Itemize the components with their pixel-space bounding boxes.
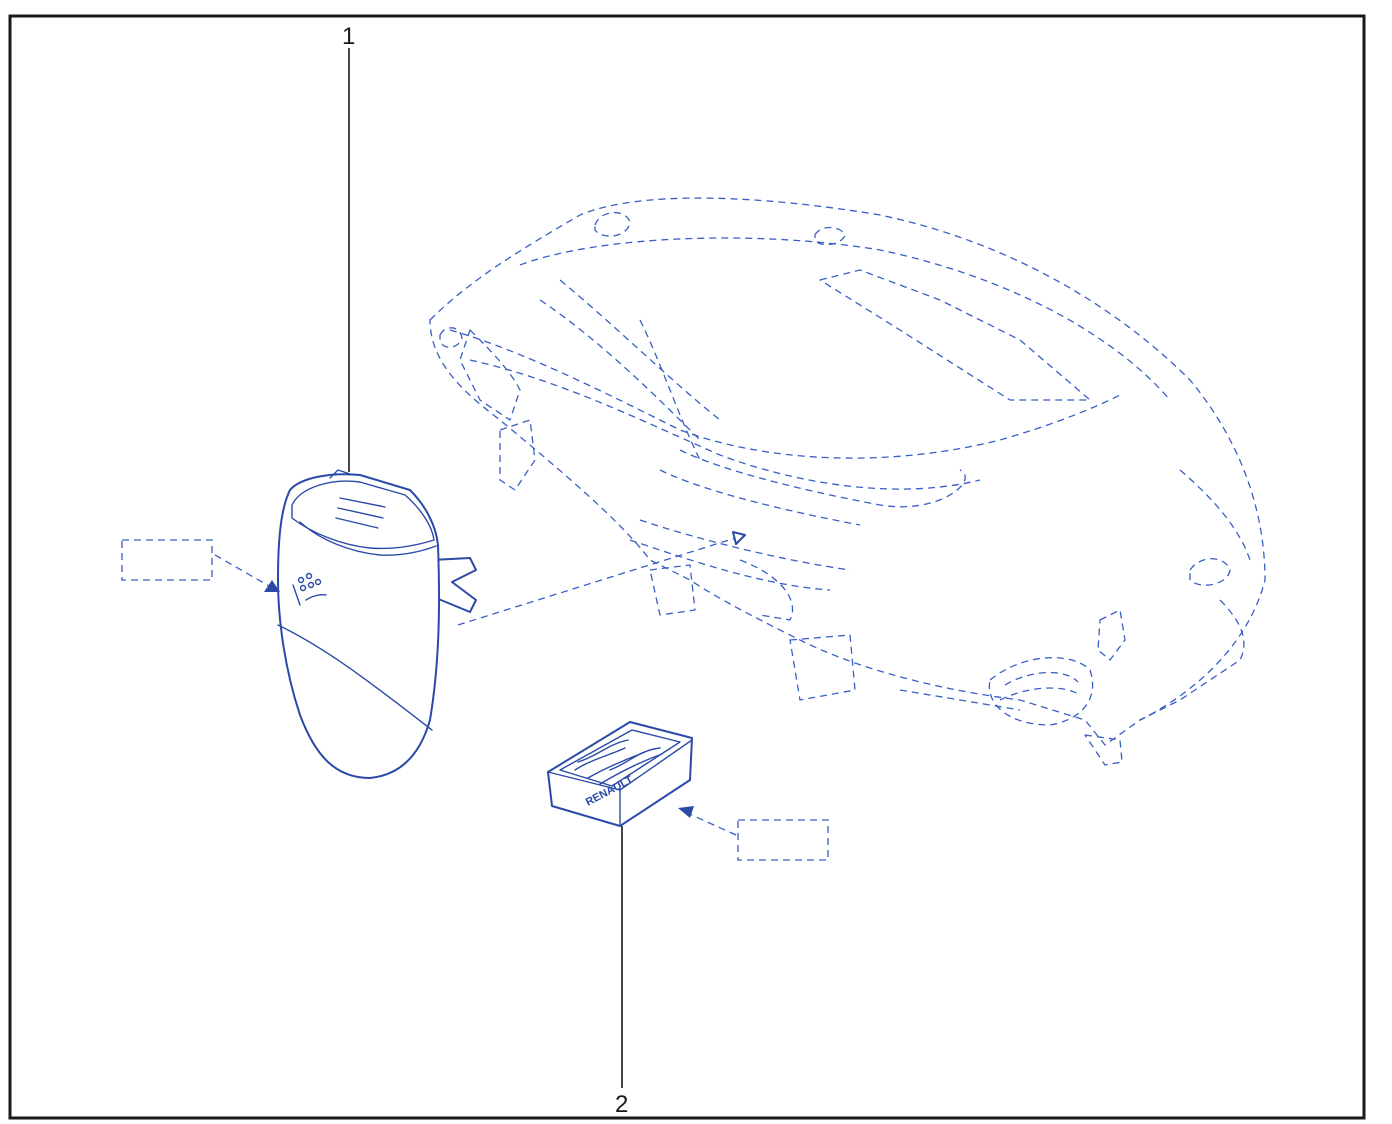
part-1-clip	[431, 557, 477, 613]
arrowhead-icon	[732, 531, 746, 545]
callout-2-label: 2	[615, 1091, 628, 1118]
arrowhead-icon	[264, 580, 280, 592]
reference-box-left	[121, 539, 213, 581]
diagram-frame	[8, 14, 1366, 1120]
dashboard-ghost-outline	[429, 197, 1266, 766]
part-1-vent-diffuser	[277, 469, 477, 779]
part-2-refill-cartridge: RENAULT	[547, 721, 693, 827]
arrowhead-icon	[678, 806, 694, 818]
reference-box-right	[737, 819, 829, 861]
callout-1-label: 1	[342, 23, 355, 50]
part-1-body	[277, 473, 441, 779]
part-1-install-arrow	[457, 534, 746, 626]
